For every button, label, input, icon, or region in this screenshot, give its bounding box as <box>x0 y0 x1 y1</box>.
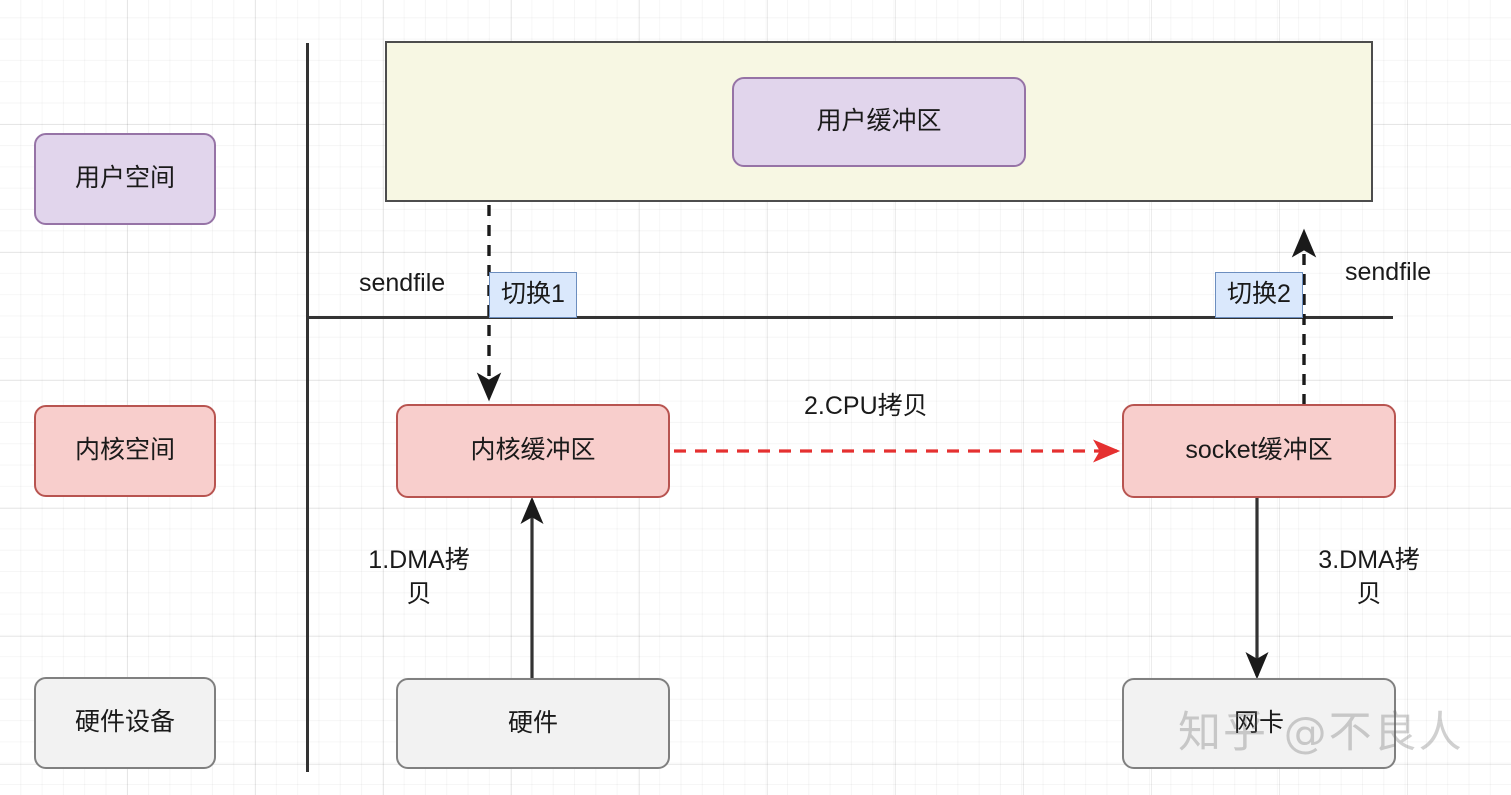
node-nic[interactable]: 网卡 <box>1122 678 1396 769</box>
label-cpu-copy-2: 2.CPU拷贝 <box>804 392 928 420</box>
lane-label-hardware-device[interactable]: 硬件设备 <box>34 677 216 769</box>
node-user-buffer[interactable]: 用户缓冲区 <box>732 77 1026 167</box>
node-hardware-text: 硬件 <box>507 708 558 737</box>
switch-2-text: 切换2 <box>1227 280 1291 309</box>
lane-label-user-space[interactable]: 用户空间 <box>34 133 216 225</box>
label-dma-copy-3: 3.DMA拷 贝 <box>1318 546 1420 608</box>
switch-1-text: 切换1 <box>501 280 565 309</box>
lane-label-user-space-text: 用户空间 <box>74 164 175 193</box>
label-sendfile-right: sendfile <box>1345 258 1432 286</box>
node-socket-buffer-text: socket缓冲区 <box>1185 436 1333 465</box>
label-sendfile-left: sendfile <box>359 269 446 297</box>
node-kernel-buffer[interactable]: 内核缓冲区 <box>396 404 670 498</box>
label-dma-copy-1: 1.DMA拷 贝 <box>368 546 470 608</box>
node-socket-buffer[interactable]: socket缓冲区 <box>1122 404 1396 498</box>
node-nic-text: 网卡 <box>1233 708 1284 737</box>
switch-1-box[interactable]: 切换1 <box>489 272 577 318</box>
lane-label-kernel-space[interactable]: 内核空间 <box>34 405 216 497</box>
node-kernel-buffer-text: 内核缓冲区 <box>470 436 596 465</box>
switch-2-box[interactable]: 切换2 <box>1215 272 1303 318</box>
node-hardware[interactable]: 硬件 <box>396 678 670 769</box>
lane-label-kernel-space-text: 内核空间 <box>74 436 175 465</box>
watermark: 知乎 @不良人 <box>1178 708 1464 758</box>
lane-label-hardware-device-text: 硬件设备 <box>74 708 175 737</box>
node-user-buffer-text: 用户缓冲区 <box>816 107 942 136</box>
